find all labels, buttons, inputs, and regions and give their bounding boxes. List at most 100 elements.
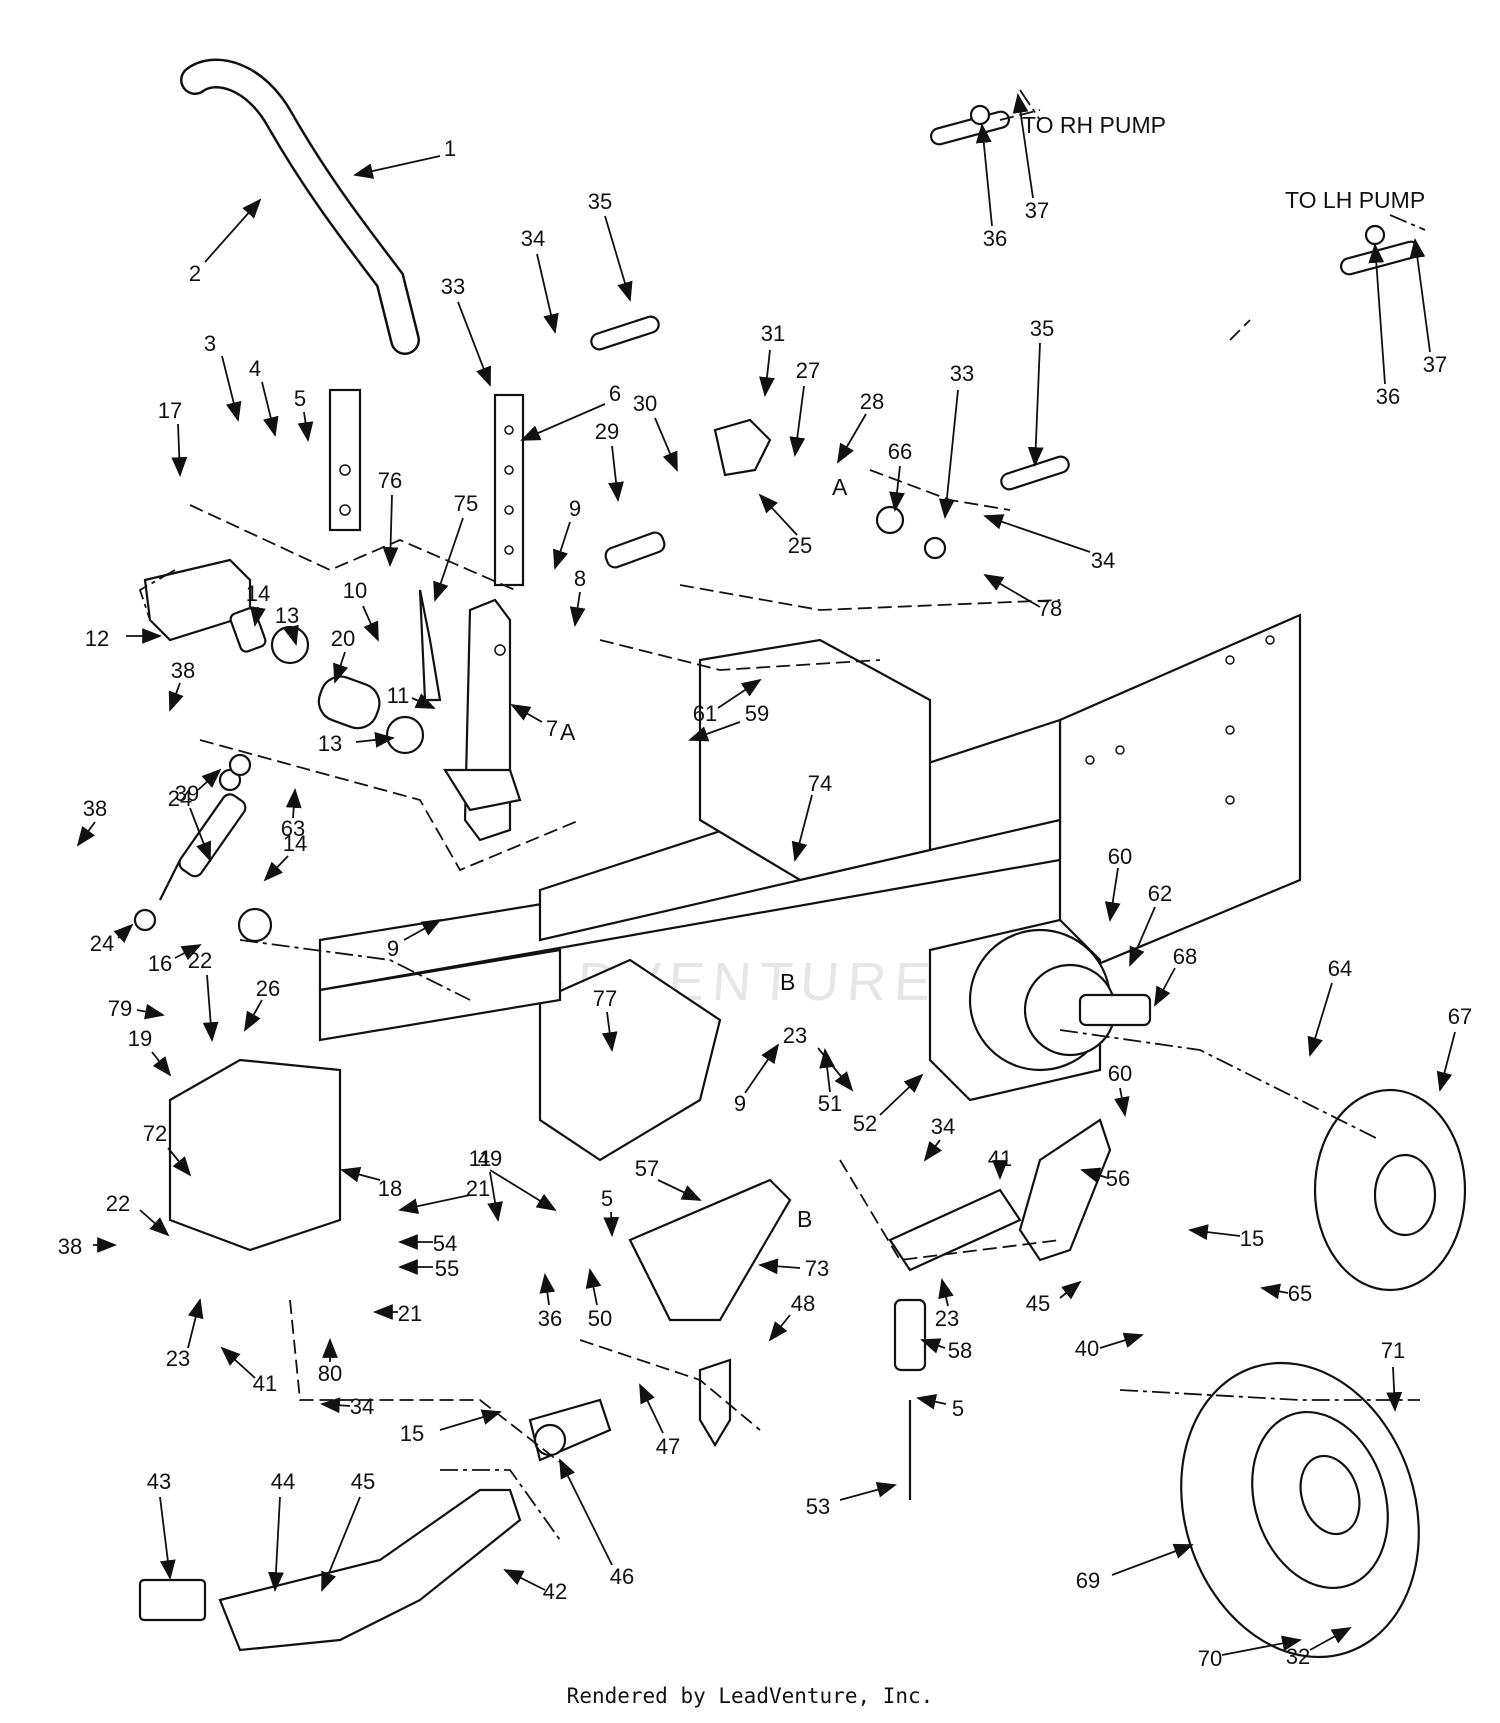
callout-leader [174, 944, 202, 961]
callout-c27: 27 [789, 358, 820, 457]
callout-number: 52 [853, 1111, 877, 1136]
callout-number: 27 [796, 358, 820, 383]
callout-c2: 2 [189, 198, 262, 286]
callout-c49: 49 [478, 1146, 503, 1222]
callout-c72: 72 [143, 1121, 192, 1177]
callout-number: 30 [633, 391, 657, 416]
callout-number: 5 [952, 1396, 964, 1421]
callout-leader [819, 1048, 835, 1093]
callout-number: 34 [1091, 548, 1115, 573]
callout-leader [221, 355, 242, 422]
callout-c36b: 36 [1368, 243, 1400, 409]
callout-c40: 40 [1075, 1332, 1144, 1361]
callout-c44: 44 [268, 1469, 295, 1592]
callout-c38a: 38 [168, 658, 195, 712]
callout-leader [1111, 1543, 1194, 1576]
callout-c36a: 36 [975, 123, 1007, 251]
callout-leader [168, 682, 184, 712]
callout-leader [411, 693, 436, 709]
callout-c34a: 34 [521, 226, 559, 334]
callout-c61: 61 [693, 678, 762, 726]
callout-c13a: 13 [275, 603, 299, 646]
callout-c38c: 38 [58, 1234, 117, 1259]
callout-number: 40 [1075, 1336, 1099, 1361]
callout-leader [758, 493, 798, 536]
callout-number: 2 [189, 261, 201, 286]
callout-number: 73 [805, 1256, 829, 1281]
callout-c46: 46 [559, 1458, 634, 1589]
callout-leader [539, 1273, 556, 1306]
callout-leader [983, 514, 1091, 553]
callout-c41b: 41 [220, 1346, 277, 1396]
callout-leader [151, 1051, 172, 1077]
callout-c60b: 60 [1108, 1061, 1132, 1117]
callout-leader [604, 215, 633, 302]
callout-leader [362, 605, 379, 642]
callout-number: 48 [791, 1291, 815, 1316]
callout-number: 70 [1198, 1646, 1222, 1671]
callout-c14a: 14 [246, 581, 270, 627]
callout-c76: 76 [378, 468, 402, 567]
callout-leader [204, 198, 262, 263]
callout-c22b: 22 [106, 1191, 170, 1237]
callout-c5c: 5 [916, 1393, 964, 1421]
callout-c9c: 9 [734, 1043, 780, 1116]
callout-c9b: 9 [387, 919, 442, 961]
callout-number: 24 [90, 931, 114, 956]
callout-c31: 31 [759, 321, 785, 397]
callout-leader [167, 1147, 192, 1177]
callout-leader [938, 389, 959, 519]
callout-leader [536, 253, 559, 334]
callout-leader [552, 521, 571, 570]
callout-c7: 7 [510, 704, 558, 741]
callout-c29: 29 [595, 419, 624, 502]
callout-number: 21 [466, 1176, 490, 1201]
callout-leader [768, 1314, 791, 1342]
callout-c79: 79 [108, 996, 165, 1021]
callout-c41a: 41 [988, 1146, 1012, 1180]
callout-leader [1221, 1635, 1302, 1656]
callout-c66: 66 [888, 439, 912, 512]
callout-leader [321, 1496, 361, 1592]
callout-leader [603, 1211, 620, 1237]
callout-c21b: 21 [373, 1301, 422, 1326]
callout-leader [791, 794, 813, 862]
callout-c55: 55 [398, 1256, 459, 1281]
callout-leader [916, 1393, 947, 1410]
callout-number: 25 [788, 533, 812, 558]
callout-c35a: 35 [588, 189, 633, 302]
callout-leader [136, 1003, 165, 1020]
callout-leader [433, 517, 464, 602]
footer-credit: Rendered by LeadVenture, Inc. [566, 1684, 934, 1708]
callout-leader [1059, 1280, 1082, 1300]
callout-number: 45 [1026, 1291, 1050, 1316]
callout-leader [759, 349, 775, 397]
callout-c21a: 21 [398, 1176, 490, 1215]
callout-c73: 73 [758, 1256, 829, 1281]
callout-leader [398, 1194, 471, 1215]
callout-leader [1154, 967, 1176, 1007]
callout-number: 35 [588, 189, 612, 214]
callout-number: 55 [435, 1256, 459, 1281]
gas-spring-part [133, 753, 252, 932]
callout-number: 79 [108, 996, 132, 1021]
callout-number: 18 [378, 1176, 402, 1201]
callout-leader [297, 411, 314, 442]
misc-parts [138, 1118, 1112, 1652]
callout-leader [1436, 1031, 1456, 1092]
callout-number: 63 [281, 816, 305, 841]
callout-c13b: 13 [318, 731, 395, 756]
callout-leader [688, 721, 741, 742]
callout-c47a: 47 [639, 1383, 680, 1459]
callout-leader [839, 1482, 897, 1501]
callout-number: 44 [271, 1469, 295, 1494]
callout-leader [1113, 1087, 1130, 1117]
callout-leader [113, 923, 134, 943]
callout-number: 23 [783, 1023, 807, 1048]
callout-number: 23 [935, 1306, 959, 1331]
callout-leader [975, 123, 993, 227]
callout-c23b: 23 [783, 1023, 854, 1092]
control-bar-parts [418, 393, 525, 842]
callout-layer: 1234555678999101111121313141415151617181… [58, 93, 1472, 1671]
callout-number: 42 [543, 1579, 567, 1604]
